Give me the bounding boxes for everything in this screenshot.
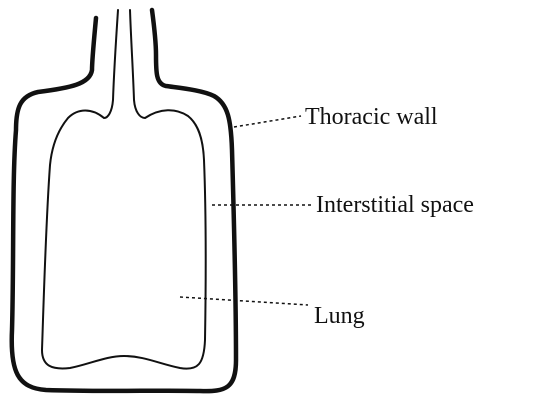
label-thoracic-wall: Thoracic wall — [305, 103, 438, 131]
thoracic-wall-outline — [12, 10, 236, 391]
trachea-right-line — [130, 10, 145, 118]
label-lung: Lung — [314, 302, 365, 330]
label-interstitial-space: Interstitial space — [316, 191, 474, 219]
lung-outline — [42, 110, 206, 368]
trachea-left-line — [104, 10, 118, 118]
leader-line-thoracic-wall — [234, 116, 301, 127]
leader-line-lung — [180, 297, 308, 305]
